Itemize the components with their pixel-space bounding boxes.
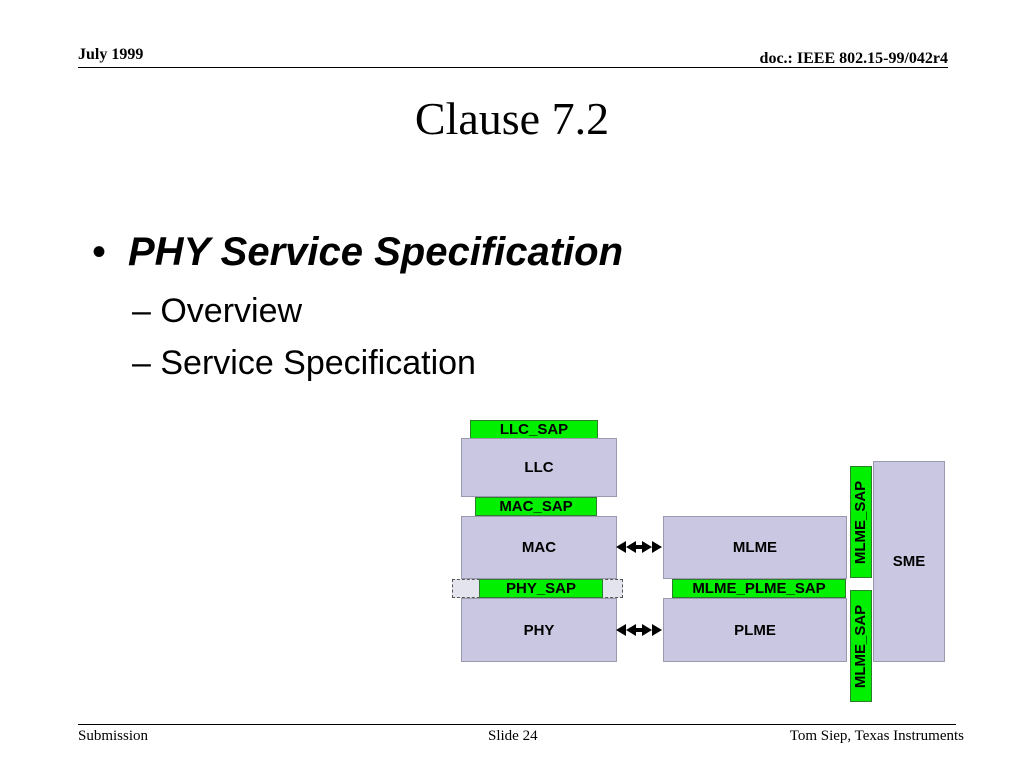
bullet-main: • PHY Service Specification xyxy=(92,230,623,275)
mac-sap: MAC_SAP xyxy=(475,497,597,516)
plme-layer: PLME xyxy=(663,598,847,662)
phy-layer: PHY xyxy=(461,598,617,662)
phy-sap: PHY_SAP xyxy=(479,579,603,598)
footer-divider xyxy=(78,724,956,725)
llc-layer: LLC xyxy=(461,438,617,497)
sub-bullet-service-spec: – Service Specification xyxy=(132,344,476,382)
mlme-sap-upper-label: MLME_SAP xyxy=(852,480,870,564)
footer-slide-number: Slide 24 xyxy=(488,728,538,744)
header-date: July 1999 xyxy=(78,46,144,63)
footer-author: Tom Siep, Texas Instruments xyxy=(789,728,964,744)
header-divider xyxy=(78,67,948,68)
mac-layer: MAC xyxy=(461,516,617,579)
mlme-layer: MLME xyxy=(663,516,847,579)
bullet-marker: • xyxy=(92,230,107,274)
header-doc-id: doc.: IEEE 802.15-99/042r4 xyxy=(759,50,948,67)
llc-sap: LLC_SAP xyxy=(470,420,598,439)
mlme-sap-lower-label: MLME_SAP xyxy=(852,604,870,688)
mlme-sap-lower: MLME_SAP xyxy=(850,590,872,702)
sub-bullet-overview: – Overview xyxy=(132,292,303,330)
footer-submission: Submission xyxy=(78,728,149,744)
bullet-main-text: PHY Service Specification xyxy=(128,230,624,274)
mlme-sap-upper: MLME_SAP xyxy=(850,466,872,578)
sme-layer: SME xyxy=(873,461,945,662)
phy-plme-arrow xyxy=(616,624,662,636)
slide-title: Clause 7.2 xyxy=(414,93,610,144)
mlme-plme-sap: MLME_PLME_SAP xyxy=(672,579,846,598)
mac-mlme-arrow xyxy=(616,541,662,553)
